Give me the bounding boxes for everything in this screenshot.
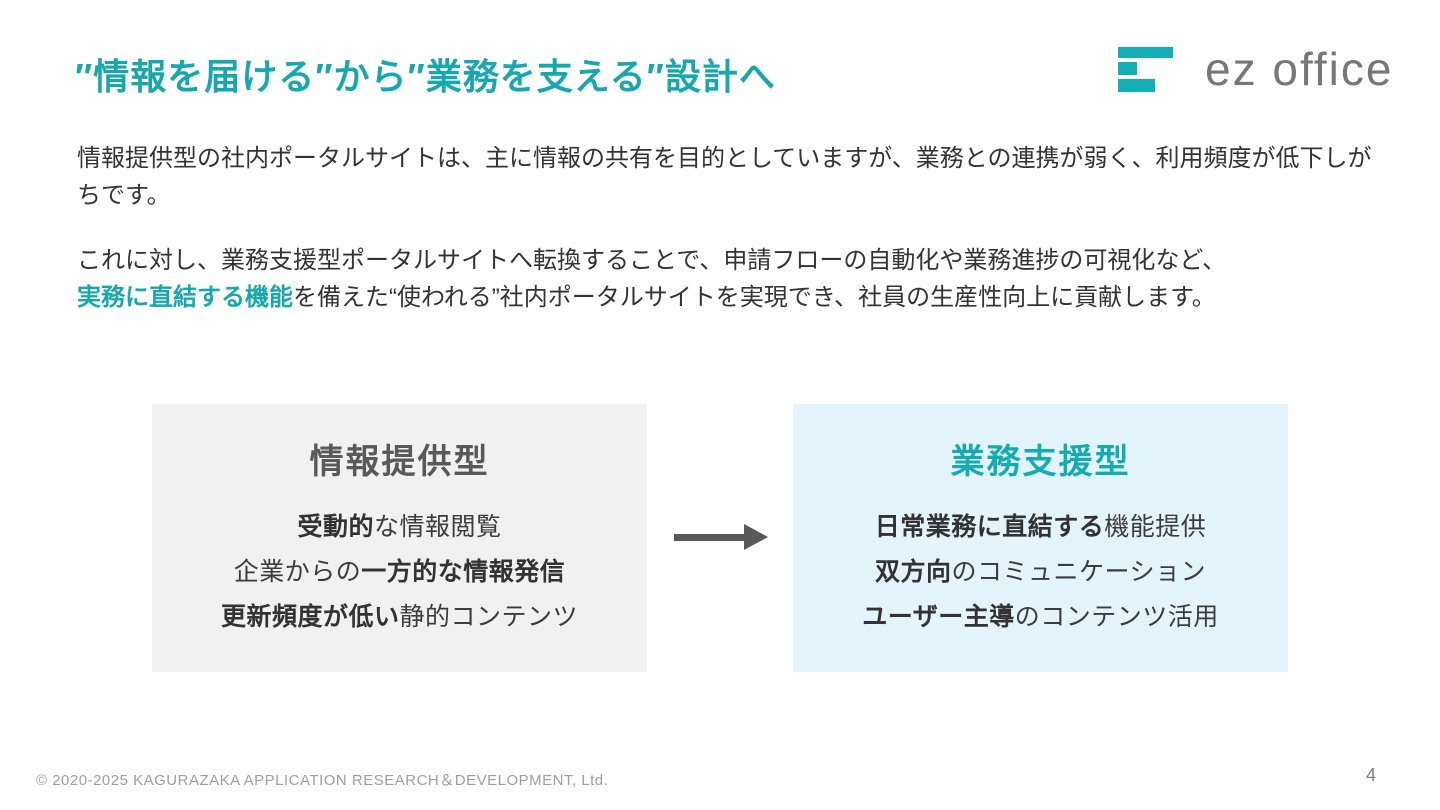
transform-arrow-icon (674, 524, 768, 550)
page-title: ″情報を届ける″から″業務を支える″設計へ (75, 56, 776, 97)
info-provision-item-3: 更新頻度が低い静的コンテンツ (220, 603, 579, 631)
business-support-box: 業務支援型 日常業務に直結する機能提供 双方向のコミュニケーション ユーザー主導… (793, 404, 1288, 672)
info-provision-box: 情報提供型 受動的な情報閲覧 企業からの一方的な情報発信 更新頻度が低い静的コン… (152, 404, 647, 672)
arrow-shaft (674, 534, 744, 541)
intro-highlight-text: 実務に直結する機能 (77, 284, 293, 311)
logo-bar-middle (1118, 61, 1137, 75)
ez-office-logo: ez office (1118, 46, 1393, 92)
intro-paragraph-2-rest: を備えた“使われる”社内ポータルサイトを実現でき、社員の生産性向上に貢献します。 (293, 284, 1216, 311)
info-provision-item-1: 受動的な情報閲覧 (297, 513, 502, 541)
logo-text: ez office (1205, 43, 1394, 95)
business-support-item-3: ユーザー主導のコンテンツ活用 (862, 603, 1219, 631)
arrow-head (744, 524, 768, 550)
info-provision-item-2: 企業からの一方的な情報発信 (233, 558, 566, 586)
copyright-text: © 2020-2025 KAGURAZAKA APPLICATION RESEA… (36, 772, 609, 789)
business-support-title: 業務支援型 (950, 443, 1131, 481)
page-number: 4 (1366, 765, 1377, 785)
business-support-item-2: 双方向のコミュニケーション (874, 558, 1207, 586)
logo-bar-top (1118, 46, 1173, 58)
intro-paragraph-2: これに対し、業務支援型ポータルサイトへ転換することで、申請フローの自動化や業務進… (77, 242, 1392, 316)
intro-text-block: 情報提供型の社内ポータルサイトは、主に情報の共有を目的としていますが、業務との連… (77, 140, 1392, 316)
logo-bar-bottom (1118, 78, 1155, 92)
ez-office-logo-icon (1118, 46, 1173, 92)
business-support-item-1: 日常業務に直結する機能提供 (874, 513, 1207, 541)
intro-paragraph-2-line1: これに対し、業務支援型ポータルサイトへ転換することで、申請フローの自動化や業務進… (77, 247, 1227, 274)
intro-paragraph-1: 情報提供型の社内ポータルサイトは、主に情報の共有を目的としていますが、業務との連… (77, 145, 1372, 209)
info-provision-title: 情報提供型 (309, 443, 490, 481)
